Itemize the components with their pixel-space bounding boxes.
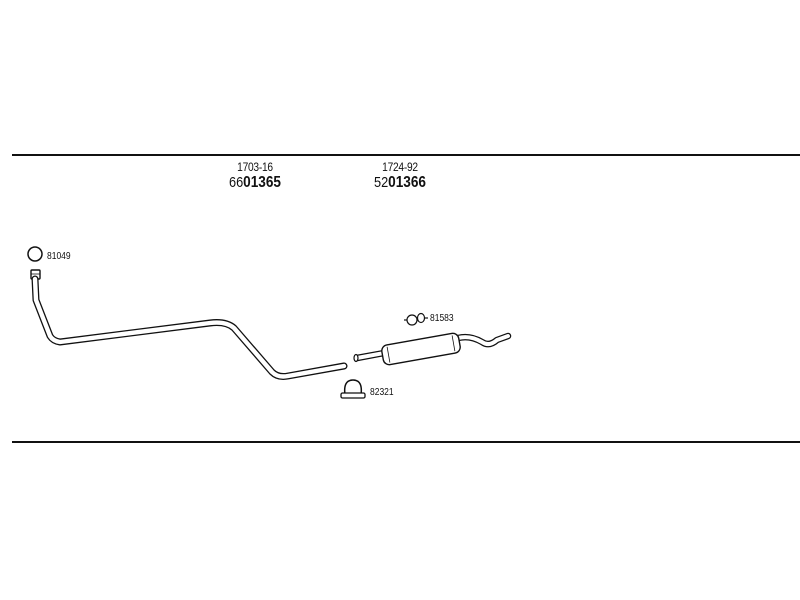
muffler-shell (381, 332, 461, 366)
hanger-icon (404, 312, 428, 326)
front-pipe-prefix: 66 (228, 174, 244, 191)
tailpipe-body (456, 334, 510, 347)
clamp-icon (340, 379, 366, 399)
muffler-inlet-body (355, 351, 386, 360)
clamp-callout: 82321 (370, 387, 394, 398)
top-divider (12, 154, 800, 156)
front-pipe-body (32, 276, 347, 379)
rear-muffler-label: 1724-92 5201366 (360, 160, 440, 192)
rear-muffler (353, 332, 512, 366)
front-pipe-label: 1703-16 6601365 (215, 160, 295, 192)
front-pipe-number: 01365 (243, 174, 282, 191)
rear-muffler-prefix: 52 (373, 174, 389, 191)
front-pipe-ref: 1703-16 (237, 160, 273, 174)
hanger-callout: 81583 (430, 313, 454, 324)
gasket-callout: 81049 (47, 251, 71, 262)
gasket-icon (27, 246, 43, 262)
muffler-canister (381, 332, 461, 366)
bottom-divider (12, 441, 800, 443)
rear-muffler-part-number: 5201366 (366, 174, 434, 192)
rear-muffler-ref: 1724-92 (382, 160, 418, 174)
rear-muffler-number: 01366 (388, 174, 427, 191)
muffler-inlet-end (353, 353, 359, 363)
front-pipe (30, 269, 348, 380)
front-pipe-part-number: 6601365 (221, 174, 289, 192)
